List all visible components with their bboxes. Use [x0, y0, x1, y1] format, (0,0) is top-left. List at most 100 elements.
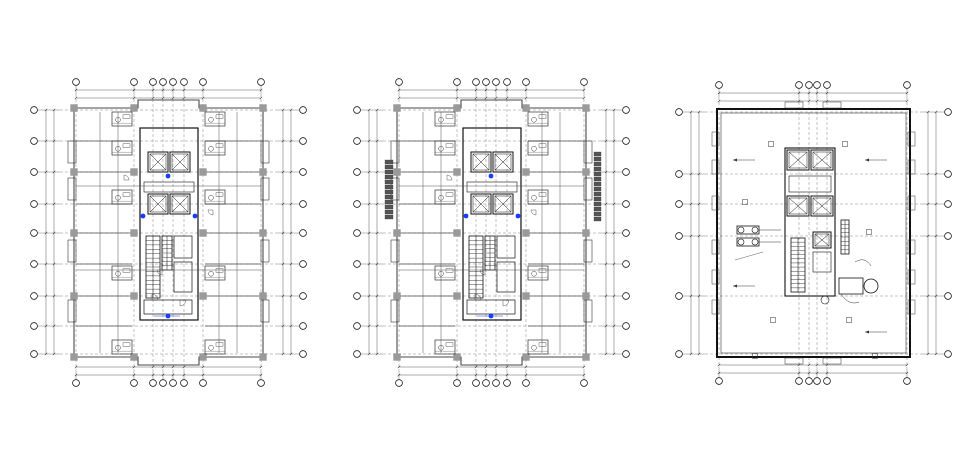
lift-lobby — [466, 181, 518, 193]
wet-room — [111, 140, 133, 156]
dimension-tick — [367, 108, 371, 112]
basin-symbol — [538, 342, 547, 347]
dimension-tick — [612, 262, 616, 266]
dimension-tick — [484, 365, 488, 369]
wet-room — [204, 140, 226, 156]
door-swing — [502, 299, 510, 307]
toilet-symbol — [531, 194, 537, 201]
dimension-tick — [815, 363, 819, 367]
structural-column — [582, 353, 590, 361]
dimension-tick — [697, 234, 701, 238]
dimension-tick — [717, 371, 721, 375]
dimension-tick — [807, 99, 811, 103]
structural-column — [70, 104, 78, 112]
dimension-tick — [281, 294, 285, 298]
roof-lobby — [788, 175, 832, 193]
note-block — [593, 181, 602, 187]
note-block — [384, 214, 394, 220]
dimension-tick — [397, 365, 401, 369]
dimension-tick — [289, 231, 293, 235]
wet-room — [434, 189, 456, 205]
structural-column — [259, 292, 267, 300]
grid-bubble-top — [149, 78, 157, 86]
service-core — [139, 127, 199, 321]
toilet-symbol — [115, 116, 121, 123]
toilet-symbol — [531, 270, 537, 277]
grid-bubble-top — [805, 81, 813, 89]
grid-bubble-right — [622, 106, 630, 114]
dimension-tick — [455, 373, 459, 377]
basin-symbol — [538, 114, 547, 119]
dimension-tick — [905, 99, 909, 103]
dimension-tick — [182, 373, 186, 377]
elevator-shaft — [786, 195, 810, 217]
dimension-tick — [161, 96, 165, 100]
note-block — [593, 176, 602, 182]
dimension-tick — [375, 139, 379, 143]
dimension-tick — [44, 324, 48, 328]
structural-column — [70, 353, 78, 361]
dimension-tick — [689, 294, 693, 298]
grid-bubble-right — [622, 229, 630, 237]
grid-bubble-left — [675, 200, 683, 208]
structural-column — [582, 168, 590, 176]
dimension-tick — [281, 352, 285, 356]
dimension-tick — [44, 352, 48, 356]
dimension-tick — [474, 373, 478, 377]
elevator-cross — [149, 153, 167, 171]
structural-column — [259, 168, 267, 176]
dimension-tick — [52, 108, 56, 112]
dimension-tick — [289, 294, 293, 298]
elevator-car — [788, 151, 808, 169]
parapet-bay-right — [907, 195, 916, 211]
grid-bubble-top — [395, 78, 403, 86]
note-block — [593, 211, 602, 217]
dimension-tick — [815, 91, 819, 95]
grid-bubble-left — [30, 229, 38, 237]
dimension-tick — [505, 88, 509, 92]
dimension-tick — [484, 88, 488, 92]
grid-bubble-top — [169, 78, 177, 86]
dimension-tick — [524, 373, 528, 377]
dimension-tick — [494, 96, 498, 100]
balcony-right — [260, 299, 270, 323]
dimension-tick — [697, 294, 701, 298]
riser-marker — [192, 213, 198, 219]
dimension-tick — [132, 365, 136, 369]
note-block — [593, 166, 602, 172]
structural-column — [582, 292, 590, 300]
dimension-tick — [689, 234, 693, 238]
dimension-tick — [44, 202, 48, 206]
dimension-tick — [697, 352, 701, 356]
fan-symbol — [737, 226, 745, 234]
toilet-symbol — [438, 270, 444, 277]
elevator-car — [149, 153, 167, 171]
toilet-symbol — [115, 344, 121, 351]
machine-room — [812, 251, 832, 273]
dimension-tick — [375, 262, 379, 266]
balcony-left — [390, 140, 400, 164]
toilet-symbol — [115, 145, 121, 152]
structural-column — [199, 229, 207, 237]
grid-bubble-left — [353, 322, 361, 330]
grid-bubble-top — [903, 81, 911, 89]
roof-drain — [846, 317, 852, 323]
dimension-tick — [171, 373, 175, 377]
note-block — [593, 151, 602, 157]
elevator-car — [812, 151, 832, 169]
note-block — [593, 191, 602, 197]
wet-room — [434, 265, 456, 281]
dimension-tick — [74, 365, 78, 369]
grid-bubble-right — [944, 292, 952, 300]
dimension-tick — [44, 231, 48, 235]
elevator-car — [812, 197, 832, 215]
dimension-tick — [717, 99, 721, 103]
grid-bubble-right — [944, 350, 952, 358]
grid-bubble-bottom — [522, 379, 530, 387]
dimension-tick — [505, 365, 509, 369]
service-core — [462, 127, 522, 321]
toilet-symbol — [208, 194, 214, 201]
dimension-tick — [201, 373, 205, 377]
basin-symbol — [445, 268, 454, 273]
grid-bubble-top — [492, 78, 500, 86]
